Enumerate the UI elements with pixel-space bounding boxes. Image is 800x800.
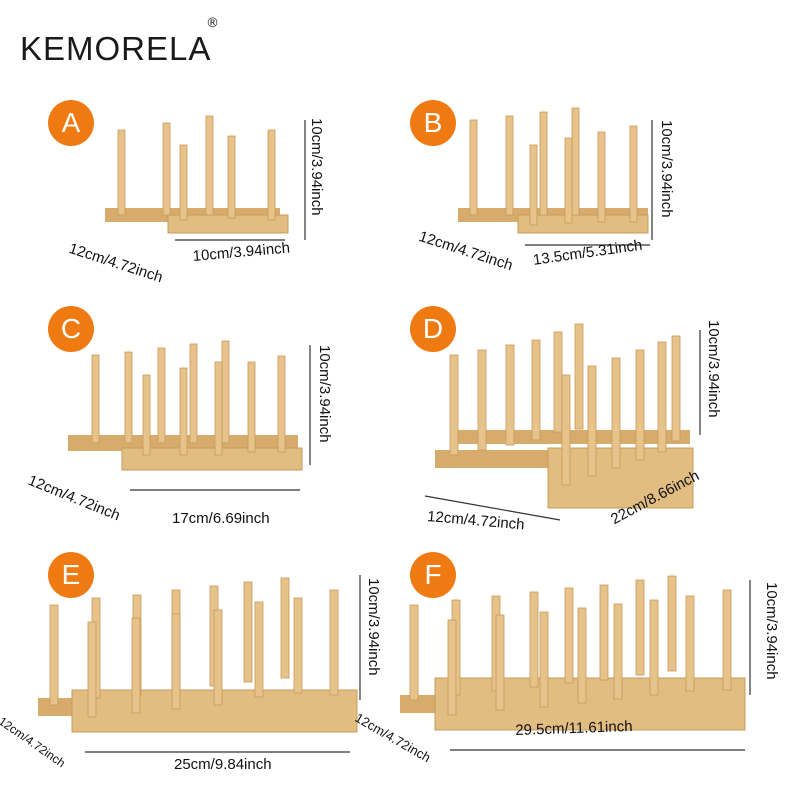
rack-d-height: 10cm/3.94inch [705,320,722,418]
rack-badge-d: D [410,306,456,352]
rack-badge-e: E [48,552,94,598]
rack-panel-c: C 10cm/3.94inch 12cm/4.72inch 17cm/6.69i… [0,300,400,550]
rack-e-height: 10cm/3.94inch [365,578,382,676]
rack-panel-f: F 10cm/3.94inch 12cm/4.72inch 29.5cm/11.… [353,550,800,800]
rack-c-length: 17cm/6.69inch [172,510,270,527]
rack-e-image [38,575,361,753]
registered-mark: ® [206,16,219,31]
rack-f-image [400,575,751,751]
rack-b-image [458,107,653,246]
rack-a-height: 10cm/3.94inch [308,118,325,216]
rack-badge-b: B [410,100,456,146]
rack-badge-a: A [48,100,94,146]
rack-badge-f: F [410,552,456,598]
rack-panel-e: E 10cm/3.94inch 12cm/4.72inch 25cm/9.84i… [0,550,400,800]
rack-badge-c: C [48,306,94,352]
rack-b-height: 10cm/3.94inch [658,120,675,218]
rack-panel-d: D 10cm/3.94inch 12cm/4.72inch 22cm/8.66i… [400,300,800,550]
brand-logo: KEMORELA [20,30,212,67]
rack-e-length: 25cm/9.84inch [174,756,272,773]
rack-d-image [424,323,701,521]
rack-panel-a: A 10cm/3.94inch 12cm/4.72inch 10cm/3.94i… [0,90,400,340]
rack-panel-b: B 10cm/3.94inch 12cm/4.72inch 13.5cm/5.3… [400,90,800,340]
rack-c-height: 10cm/3.94inch [316,345,333,443]
rack-a-image [105,115,306,241]
rack-f-height: 10cm/3.94inch [763,582,780,680]
rack-c-image [68,340,311,491]
